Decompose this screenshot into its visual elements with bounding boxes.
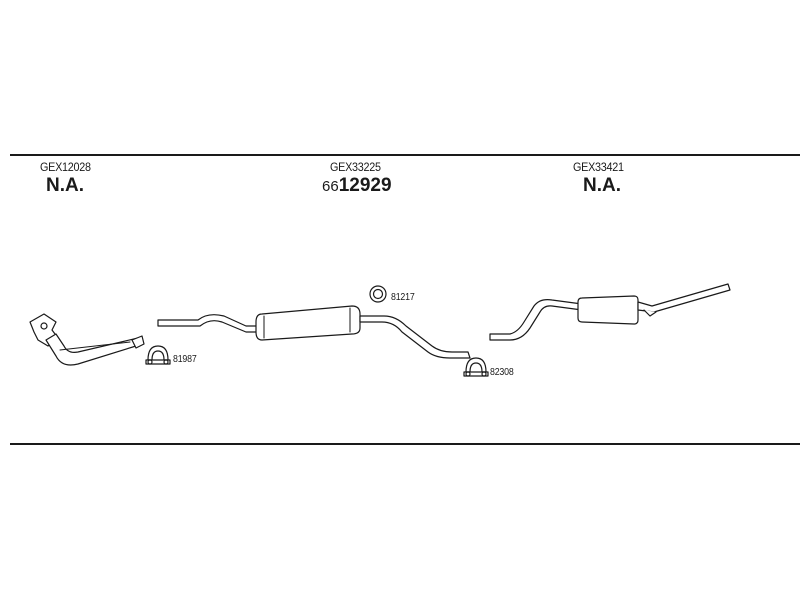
section-2-prefix: 66 xyxy=(322,178,339,195)
middle-silencer xyxy=(157,305,471,359)
clamp-rear-icon xyxy=(463,357,489,377)
ring-icon xyxy=(369,285,387,303)
top-divider xyxy=(10,154,800,156)
rear-silencer xyxy=(489,283,731,341)
front-pipe xyxy=(29,313,145,366)
section-2-code: GEX33225 xyxy=(330,160,381,174)
bottom-divider xyxy=(10,443,800,445)
section-2-number: 12929 xyxy=(338,175,392,196)
label-clamp-front: 81987 xyxy=(173,354,197,365)
clamp-front-icon xyxy=(145,345,171,365)
section-3-code: GEX33421 xyxy=(573,160,624,174)
section-1-value: N.A. xyxy=(46,175,84,196)
section-2-value: 6612929 xyxy=(322,175,392,197)
label-clamp-rear: 82308 xyxy=(490,367,514,378)
section-3-value: N.A. xyxy=(583,175,621,196)
section-1-code: GEX12028 xyxy=(40,160,91,174)
label-ring: 81217 xyxy=(391,292,415,303)
